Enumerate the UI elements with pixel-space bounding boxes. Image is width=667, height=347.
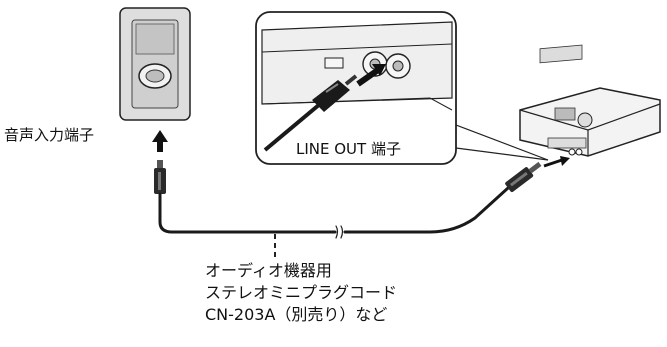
projector-line-out-jack-icon — [568, 148, 576, 156]
inset-arrow-icon — [356, 64, 386, 87]
arrow-up-icon — [152, 130, 168, 152]
audio-input-terminal-label: 音声入力端子 — [4, 126, 95, 144]
inset-plug-icon — [263, 74, 358, 152]
cable-description-line-2: ステレオミニプラグコード — [205, 283, 398, 302]
zoom-inset — [255, 11, 457, 165]
audio-device — [119, 7, 191, 121]
inset-port-icon — [324, 57, 344, 69]
line-out-terminal-label: LINE OUT 端子 — [296, 140, 401, 158]
cable-description: オーディオ機器用 ステレオミニプラグコード CN-203A（別売り）など — [205, 260, 397, 326]
cable-description-line-3: CN-203A（別売り）など — [205, 305, 388, 324]
stereo-cable — [158, 186, 510, 239]
left-plug-icon — [154, 160, 166, 194]
cable-description-line-1: オーディオ機器用 — [205, 261, 332, 280]
inset-panel — [261, 21, 453, 111]
zoom-callout-lines — [455, 124, 549, 161]
projector — [519, 44, 661, 168]
right-plug-icon — [505, 161, 542, 192]
